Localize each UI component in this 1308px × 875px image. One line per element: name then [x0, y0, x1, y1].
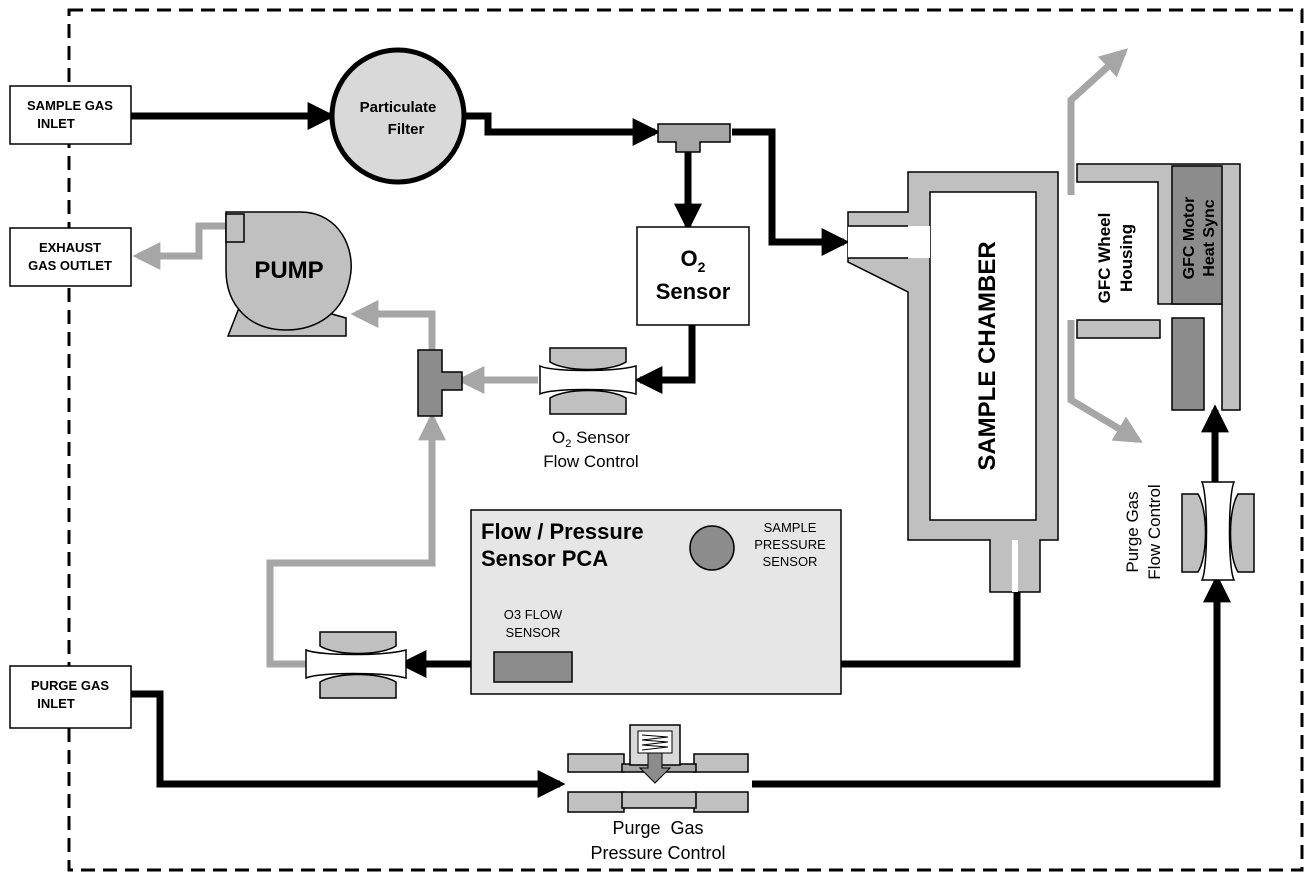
o2-flow-control-label: O2 Sensor: [552, 428, 630, 450]
instrument-boundary: [67, 8, 1304, 872]
o3-flow-sensor-label-2: SENSOR: [506, 625, 561, 640]
tee-fitting-exhaust: [417, 349, 463, 417]
pump-label: PUMP: [254, 257, 323, 284]
o3-flow-control: [305, 631, 407, 699]
particulate-filter-label: Particulate: [360, 99, 437, 116]
o2-sensor-flow-control: [539, 347, 637, 415]
purge-gas-inlet-label: PURGE GAS: [31, 678, 109, 693]
purge-gas-flow-control-label-2: Flow Control: [1145, 484, 1164, 579]
pca-title-2: Sensor PCA: [481, 546, 608, 571]
o2-sensor-label-2: Sensor: [656, 279, 731, 304]
o3-flow-sensor-label: O3 FLOW: [504, 607, 563, 622]
flow-o3control-to-tee: [266, 412, 446, 668]
sample-flow-lines: [131, 102, 1231, 798]
particulate-filter: Particulate Filter: [329, 47, 467, 185]
o2-sensor: O2 Sensor: [636, 226, 750, 326]
flow-tee-to-pump: [350, 300, 436, 350]
pump: PUMP: [225, 211, 352, 337]
flow-pressure-sensor-pca: Flow / Pressure Sensor PCA SAMPLE PRESSU…: [470, 509, 842, 695]
o2-flow-control-label-2: Flow Control: [543, 452, 638, 471]
flow-chamber-vent-up: [1067, 48, 1129, 195]
flow-o2-to-flowcontrol: [634, 325, 696, 394]
sample-pressure-sensor-label-3: SENSOR: [763, 554, 818, 569]
sample-pressure-sensor: [689, 525, 735, 571]
gfc-motor-label-2: Heat Sync: [1201, 199, 1218, 276]
sample-chamber: SAMPLE CHAMBER: [847, 171, 1059, 593]
purge-gas-flow-control-label: Purge Gas: [1123, 491, 1142, 572]
sample-gas-inlet-label-2: INLET: [37, 116, 75, 131]
sample-pressure-sensor-label-2: PRESSURE: [754, 537, 826, 552]
exhaust-gas-outlet-label: EXHAUST: [39, 240, 101, 255]
tee-fitting-top: [657, 123, 731, 153]
regulator-spring-icon: [641, 734, 669, 751]
gfc-motor-label: GFC Motor: [1181, 197, 1198, 280]
flow-filter-to-tee: [466, 112, 661, 146]
purge-gas-inlet-label-2: INLET: [37, 696, 75, 711]
flow-tee-to-chamber: [732, 128, 850, 256]
sample-gas-inlet-box: SAMPLE GAS INLET: [9, 85, 132, 145]
flow-regulator-to-purge-flowcontrol: [752, 574, 1231, 788]
particulate-filter-label-2: Filter: [388, 121, 425, 138]
purge-gas-pressure-regulator: [567, 724, 749, 813]
purge-gas-inlet-box: PURGE GAS INLET: [9, 665, 132, 729]
o2-sensor-label: O2: [681, 246, 706, 275]
exhaust-flow-lines: [132, 48, 1143, 668]
sample-chamber-label: SAMPLE CHAMBER: [974, 241, 1001, 470]
exhaust-gas-outlet-label-2: GAS OUTLET: [28, 258, 112, 273]
o3-flow-sensor: [493, 651, 573, 683]
purge-gas-flow-control: [1181, 481, 1255, 581]
regulator-valve-arrow-icon: [638, 752, 672, 784]
purge-gas-pressure-control-label: Purge Gas: [612, 818, 703, 838]
gfc-motor-heat-sync: GFC Motor Heat Sync: [1171, 165, 1223, 411]
exhaust-gas-outlet-box: EXHAUST GAS OUTLET: [9, 227, 132, 287]
pca-title: Flow / Pressure: [481, 519, 644, 544]
gfc-wheel-housing-label-2: Housing: [1117, 224, 1136, 292]
flow-chamber-vent-down: [1067, 320, 1143, 444]
gfc-wheel-housing-label: GFC Wheel: [1095, 213, 1114, 304]
sample-gas-inlet-label: SAMPLE GAS: [27, 98, 113, 113]
purge-gas-pressure-control-label-2: Pressure Control: [590, 843, 725, 863]
flow-pump-to-exhaust: [132, 222, 230, 270]
flow-purge-inlet-to-regulator: [131, 690, 566, 798]
sample-pressure-sensor-label: SAMPLE: [764, 520, 817, 535]
